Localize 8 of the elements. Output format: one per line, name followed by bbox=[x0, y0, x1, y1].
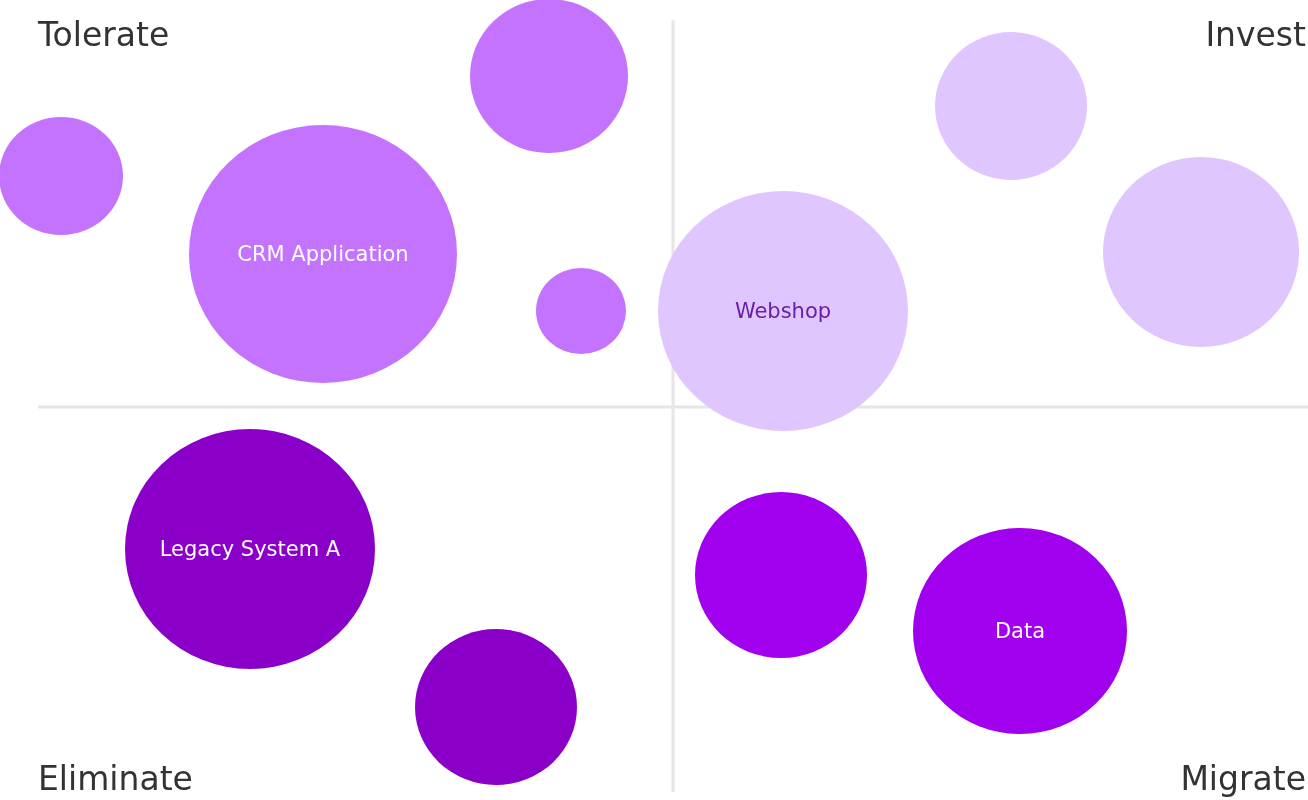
quadrant-label: Tolerate bbox=[38, 18, 170, 51]
quadrant-label: Invest bbox=[1205, 18, 1306, 51]
bubble-label: Legacy System A bbox=[159, 537, 341, 561]
bubble-label: Data bbox=[994, 619, 1046, 643]
bubble-label: CRM Application bbox=[237, 242, 409, 266]
quadrant-label: Migrate bbox=[1180, 762, 1306, 795]
quadrant-label: Eliminate bbox=[38, 762, 193, 795]
bubble-label: Webshop bbox=[734, 299, 832, 323]
